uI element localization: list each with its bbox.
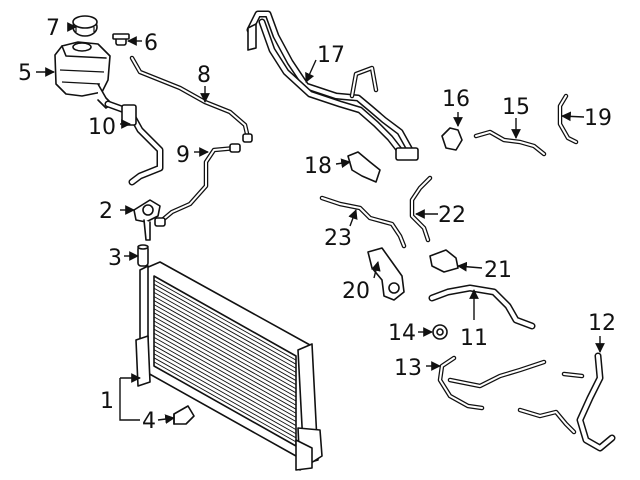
drain-valve-drawing	[133, 199, 161, 241]
callout-18: 18	[304, 154, 332, 179]
radiator-fin-line	[153, 300, 297, 381]
reservoir-cap-drawing	[72, 15, 98, 37]
callout-16: 16	[442, 87, 470, 112]
radiator-fin-line	[153, 287, 297, 369]
bolt-drawing	[112, 33, 130, 46]
callout-labels: 7 6 5 8 10 9 2 3 1 4 17 16 15 19 18 22 2…	[18, 16, 616, 434]
radiator-fin-line	[153, 361, 297, 443]
radiator-fin-line	[153, 296, 297, 377]
callout-7: 7	[46, 16, 60, 41]
callout-21: 21	[484, 258, 512, 283]
callout-leaders	[36, 22, 605, 424]
small-hose-drawing	[154, 143, 241, 227]
radiator-fin-line	[153, 345, 297, 426]
reservoir-hose-drawing	[104, 100, 164, 186]
hose-22-drawing	[409, 175, 433, 243]
pipe-assembly-drawing	[246, 10, 419, 161]
callout-1: 1	[100, 389, 114, 414]
vent-line-drawing	[129, 55, 253, 143]
callout-6: 6	[144, 31, 158, 56]
callout-4: 4	[142, 409, 156, 434]
hose-19-drawing	[557, 93, 579, 145]
hose-11-drawing	[428, 284, 536, 330]
callout-15: 15	[502, 95, 530, 120]
hose-23-drawing	[319, 195, 407, 249]
radiator-fins	[153, 279, 297, 443]
cap-drawing	[441, 127, 463, 151]
radiator-fin-line	[153, 316, 297, 398]
callout-9: 9	[176, 143, 190, 168]
radiator-fin-line	[153, 332, 297, 414]
seal-drawing	[137, 244, 149, 267]
radiator-fin-line	[153, 283, 297, 365]
callout-8: 8	[197, 63, 211, 88]
sensor-21-drawing	[429, 249, 459, 273]
callout-22: 22	[438, 203, 466, 228]
bracket-18-drawing	[347, 151, 381, 183]
radiator-fin-line	[153, 324, 297, 406]
bracket-drawing	[173, 405, 195, 425]
callout-20: 20	[342, 279, 370, 304]
callout-19: 19	[584, 106, 612, 131]
radiator-fin-line	[153, 349, 297, 431]
callout-13: 13	[394, 356, 422, 381]
radiator-fin-line	[153, 336, 297, 418]
radiator-fin-line	[153, 304, 297, 386]
callout-5: 5	[18, 61, 32, 86]
radiator-fin-line	[153, 320, 297, 402]
hose-15-drawing	[473, 129, 547, 157]
callout-12: 12	[588, 311, 616, 336]
radiator-fin-line	[153, 279, 297, 361]
callout-23: 23	[324, 226, 352, 251]
callout-11: 11	[460, 326, 488, 351]
coolant-reservoir-drawing	[54, 41, 113, 109]
radiator-fin-line	[153, 291, 297, 373]
callout-3: 3	[108, 246, 122, 271]
nut-14-drawing	[432, 324, 448, 340]
radiator-fin-line	[153, 357, 297, 439]
callout-14: 14	[388, 321, 416, 346]
hose-12-drawing	[517, 352, 616, 452]
radiator-fin-line	[153, 312, 297, 394]
hose-13-drawing	[437, 355, 547, 411]
radiator-fin-line	[153, 341, 297, 422]
radiator-drawing	[135, 261, 323, 471]
callout-2: 2	[99, 199, 113, 224]
radiator-fin-line	[153, 328, 297, 410]
radiator-fin-line	[153, 353, 297, 435]
callout-17: 17	[317, 43, 345, 68]
callout-10: 10	[88, 115, 116, 140]
radiator-fin-line	[153, 308, 297, 390]
housing-20-drawing	[367, 247, 405, 301]
